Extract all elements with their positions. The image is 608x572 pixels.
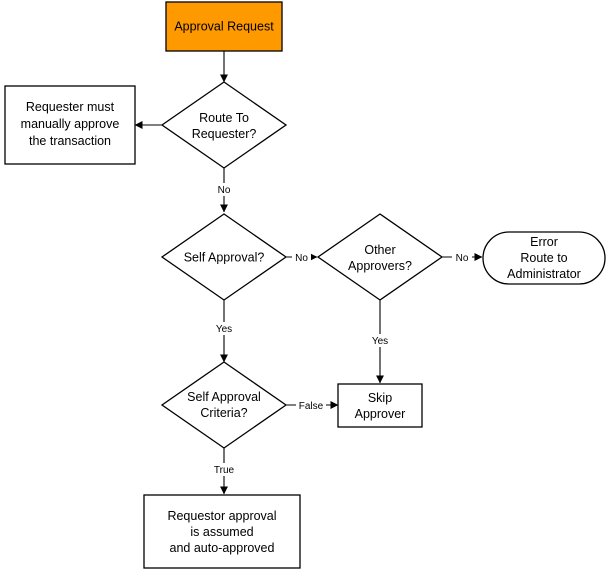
edge-criteria-false: False: [286, 399, 339, 412]
node-approval-request: Approval Request: [165, 1, 283, 52]
node-label-line: Other: [364, 243, 395, 257]
process-box: [143, 494, 301, 569]
edge-label-true: True: [214, 465, 235, 476]
decision-diamond: [160, 81, 288, 169]
node-error-route: Error Route to Administrator: [482, 231, 606, 285]
nodes: Approval Request Route To Requester? Req…: [4, 1, 606, 569]
edge-label-yes: Yes: [372, 336, 388, 347]
edge-label-yes: Yes: [216, 324, 232, 335]
node-label-line: Route to: [520, 251, 567, 265]
node-route-to-requester: Route To Requester?: [160, 81, 288, 169]
process-box: [4, 85, 136, 165]
node-label-line: manually approve: [21, 117, 120, 131]
edge-label-background: [292, 251, 311, 263]
decision-diamond: [160, 213, 288, 301]
node-label-line: Approvers?: [348, 259, 412, 273]
edge-route-no: No: [215, 168, 233, 213]
edge-label-background: [215, 183, 233, 196]
start-box: [165, 1, 283, 52]
node-self-approval-criteria: Self Approval Criteria?: [160, 361, 288, 449]
node-label-line: Approval Request: [174, 20, 274, 34]
edges: No No No Yes Yes Fal: [134, 51, 483, 495]
process-box: [337, 383, 423, 428]
terminator-shape: [482, 231, 606, 285]
node-self-approval: Self Approval?: [160, 213, 288, 301]
node-label-line: Approver: [355, 407, 406, 421]
edge-label-background: [212, 322, 236, 335]
node-label-line: the transaction: [29, 134, 111, 148]
edge-label-background: [296, 399, 326, 411]
edge-label-background: [452, 251, 472, 263]
node-label-line: Requester must: [26, 100, 115, 114]
edge-other-no: No: [442, 251, 483, 264]
node-label-line: Skip: [368, 391, 392, 405]
edge-other-yes: Yes: [369, 300, 391, 384]
node-label-line: Error: [530, 235, 558, 249]
edge-self-no: No: [286, 251, 318, 264]
node-auto-approved: Requestor approval is assumed and auto-a…: [143, 494, 301, 569]
edge-label-false: False: [299, 401, 324, 412]
node-manual-approve: Requester must manually approve the tran…: [4, 85, 136, 165]
edge-label-no: No: [456, 253, 469, 264]
node-label-line: Route To: [199, 111, 249, 125]
node-label-line: Administrator: [507, 267, 581, 281]
node-label-line: and auto-approved: [170, 541, 275, 555]
node-label-line: Criteria?: [200, 406, 247, 420]
node-skip-approver: Skip Approver: [337, 383, 423, 428]
node-other-approvers: Other Approvers?: [316, 213, 444, 301]
edge-self-yes: Yes: [212, 300, 236, 363]
edge-criteria-true: True: [209, 448, 239, 495]
node-label-line: Requestor approval: [167, 509, 276, 523]
decision-diamond: [160, 361, 288, 449]
node-label-line: is assumed: [190, 525, 253, 539]
edge-label-no: No: [218, 185, 231, 196]
decision-diamond: [316, 213, 444, 301]
node-label-line: Self Approval: [187, 390, 261, 404]
node-label-line: Requester?: [192, 127, 257, 141]
edge-label-no: No: [295, 253, 308, 264]
node-label-line: Self Approval?: [184, 251, 265, 265]
edge-label-background: [369, 334, 391, 347]
edge-label-background: [209, 463, 239, 476]
